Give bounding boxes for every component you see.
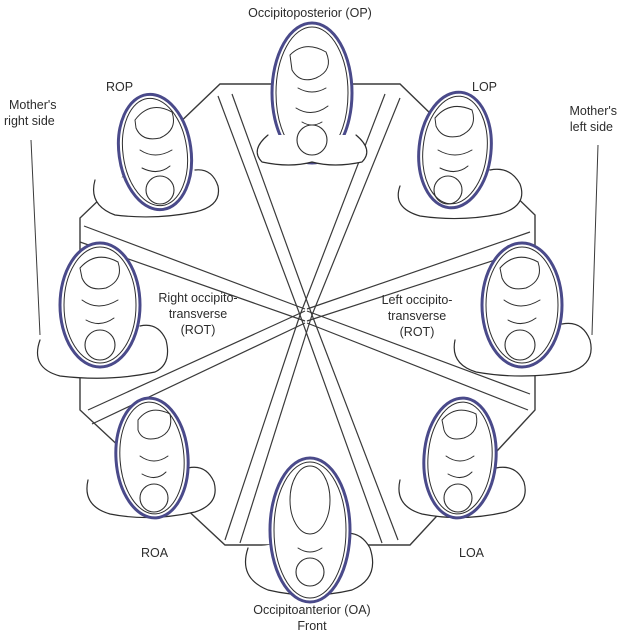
label-mother-left-2: left side	[570, 120, 613, 134]
label-rop: ROP	[106, 80, 133, 94]
label-mother-right-1: Mother's	[9, 98, 57, 112]
label-loa: LOA	[459, 546, 484, 560]
fetus-illustration-loa	[399, 396, 525, 521]
label-rot-2: transverse	[138, 307, 258, 321]
label-occipitoposterior: Occipitoposterior (OP)	[222, 6, 398, 20]
mother-left-pointer	[592, 145, 598, 335]
label-mother-right-2: right side	[4, 114, 55, 128]
fetus-illustration-rop	[94, 90, 219, 217]
label-lot-1: Left occipito-	[362, 293, 472, 307]
label-lop: LOP	[472, 80, 497, 94]
mother-right-pointer	[31, 140, 40, 335]
label-lot-3: (ROT)	[362, 325, 472, 339]
label-roa: ROA	[141, 546, 168, 560]
fetus-illustration-lop	[398, 89, 522, 219]
fetus-illustration-lot	[454, 243, 591, 376]
label-rot-3: (ROT)	[138, 323, 258, 337]
label-lot-2: transverse	[362, 309, 472, 323]
label-front: Front	[212, 619, 412, 633]
label-rot-1: Right occipito-	[138, 291, 258, 305]
label-occipitoanterior: Occipitoanterior (OA)	[212, 603, 412, 617]
fetus-illustration-roa	[87, 396, 215, 521]
fetus-illustration-op	[257, 23, 367, 165]
label-mother-left-1: Mother's	[569, 104, 617, 118]
fetus-illustration-oa	[246, 458, 373, 602]
